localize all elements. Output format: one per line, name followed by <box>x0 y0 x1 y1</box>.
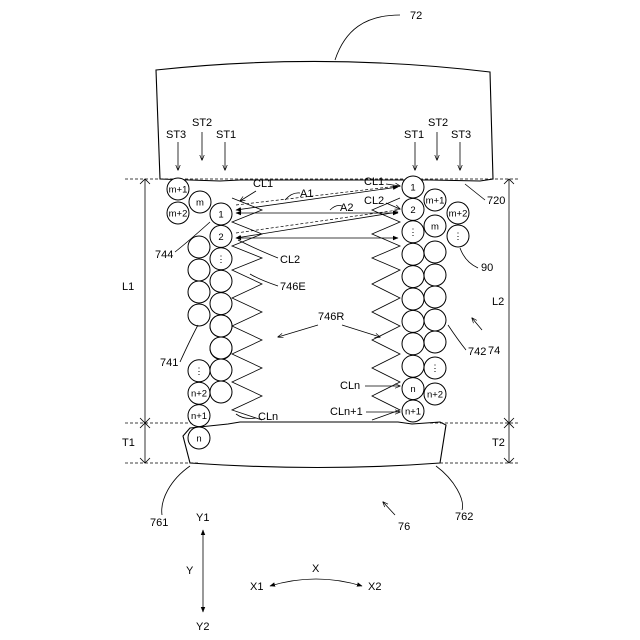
label-cl1-left: CL1 <box>253 178 273 190</box>
label-cl2-right: CL2 <box>364 195 384 207</box>
label-l2: L2 <box>492 296 504 308</box>
label-x: X <box>312 563 320 575</box>
right-roller-10-label: n+1 <box>405 407 421 418</box>
dimension-left: L1 T1 <box>122 179 150 463</box>
right-extra-roller-2-label: m <box>431 222 439 233</box>
label-746E: 746E <box>280 281 306 293</box>
left-roller-3 <box>210 270 232 292</box>
right-inner-roller-3 <box>424 309 446 331</box>
label-y1: Y1 <box>196 512 209 524</box>
label-st2-left: ST2 <box>192 117 212 129</box>
label-st3-left: ST3 <box>166 129 186 141</box>
left-roller-stack-741: 1 2 ⋮ ⋮ n+2 n+1 n m+1 m+2 m <box>167 178 232 449</box>
right-extra-roller-5-label: n+2 <box>427 390 443 401</box>
label-l1: L1 <box>122 281 134 293</box>
label-x1: X1 <box>250 581 263 593</box>
left-roller-9-label: n+1 <box>191 411 207 422</box>
label-st1-right: ST1 <box>404 129 424 141</box>
label-cln-right: CLn <box>340 380 360 392</box>
label-744: 744 <box>155 249 173 261</box>
left-roller-2-label: ⋮ <box>216 254 226 265</box>
left-inner-roller-5 <box>210 337 232 359</box>
right-roller-8 <box>402 355 424 377</box>
right-inner-roller-1 <box>424 264 446 286</box>
label-742: 742 <box>468 346 486 358</box>
label-741: 741 <box>160 357 178 369</box>
leader-762 <box>436 466 463 510</box>
label-t1: T1 <box>122 437 135 449</box>
right-roller-stack-742: 1 2 ⋮ n n+1 m+1 m+2 m ⋮ ⋮ n+2 <box>402 176 469 422</box>
right-extra-roller-0-label: m+1 <box>426 196 445 207</box>
leader-76 <box>383 502 395 515</box>
right-extra-roller-3-label: ⋮ <box>453 232 463 243</box>
label-74: 74 <box>488 345 500 357</box>
label-cln-left: CLn <box>258 411 278 423</box>
spring-746R <box>372 198 400 420</box>
left-roller-7-label: ⋮ <box>194 366 204 377</box>
st-arrows-right: ST1 ST2 ST3 <box>404 117 471 170</box>
left-roller-0-label: 1 <box>218 210 223 221</box>
label-x2: X2 <box>368 581 381 593</box>
label-720: 720 <box>487 195 505 207</box>
left-inner-roller-1 <box>188 259 210 281</box>
right-extra-roller-4-label: ⋮ <box>430 364 440 375</box>
leader-72 <box>335 15 400 60</box>
left-extra-roller-1-label: m+2 <box>169 209 188 220</box>
left-extra-roller-2-label: m <box>196 198 204 209</box>
right-roller-5 <box>402 288 424 310</box>
label-y2: Y2 <box>196 621 209 633</box>
right-inner-roller-4 <box>424 331 446 353</box>
right-inner-roller-2 <box>424 286 446 308</box>
left-extra-roller-0-label: m+1 <box>169 185 188 196</box>
label-st3-right: ST3 <box>451 129 471 141</box>
label-cln1-right: CLn+1 <box>330 406 363 418</box>
right-roller-7 <box>402 333 424 355</box>
label-cl2-left: CL2 <box>280 254 300 266</box>
label-a2: A2 <box>340 202 353 214</box>
axis-indicator: Y1 Y2 Y X1 X2 X <box>186 512 381 633</box>
label-a1: A1 <box>300 188 313 200</box>
left-roller-8-label: n+2 <box>191 389 207 400</box>
leader-761 <box>162 466 190 515</box>
left-inner-roller-0 <box>188 236 210 258</box>
label-y: Y <box>186 565 194 577</box>
left-roller-4 <box>210 293 232 315</box>
label-cl1-right: CL1 <box>364 176 384 188</box>
lower-block-761-762 <box>183 422 446 468</box>
label-t2: T2 <box>492 437 505 449</box>
right-roller-4 <box>402 266 424 288</box>
right-roller-9-label: n <box>410 384 415 395</box>
label-90: 90 <box>481 262 493 274</box>
left-inner-roller-3 <box>188 304 210 326</box>
left-inner-roller-7 <box>210 381 232 403</box>
left-inner-roller-2 <box>188 281 210 303</box>
label-76: 76 <box>398 521 410 533</box>
label-st1-left: ST1 <box>216 129 236 141</box>
st-arrows-left: ST3 ST2 ST1 <box>166 117 236 170</box>
label-st2-right: ST2 <box>428 117 448 129</box>
right-roller-6 <box>402 310 424 332</box>
right-roller-2-label: ⋮ <box>408 227 418 238</box>
right-roller-1-label: 2 <box>410 205 415 216</box>
label-762: 762 <box>455 511 473 523</box>
left-roller-10-label: n <box>196 434 201 445</box>
right-roller-0-label: 1 <box>410 183 415 194</box>
label-72: 72 <box>410 10 422 22</box>
left-inner-roller-6 <box>210 359 232 381</box>
arrows-a1-a2: A1 A2 <box>236 186 398 238</box>
left-inner-roller-4 <box>210 315 232 337</box>
right-roller-3 <box>402 243 424 265</box>
right-extra-roller-1-label: m+2 <box>449 209 468 220</box>
left-roller-1-label: 2 <box>218 232 223 243</box>
label-761: 761 <box>150 517 168 529</box>
dimension-right: L2 T2 <box>492 179 514 463</box>
right-inner-roller-0 <box>424 241 446 263</box>
label-746R: 746R <box>318 311 344 323</box>
